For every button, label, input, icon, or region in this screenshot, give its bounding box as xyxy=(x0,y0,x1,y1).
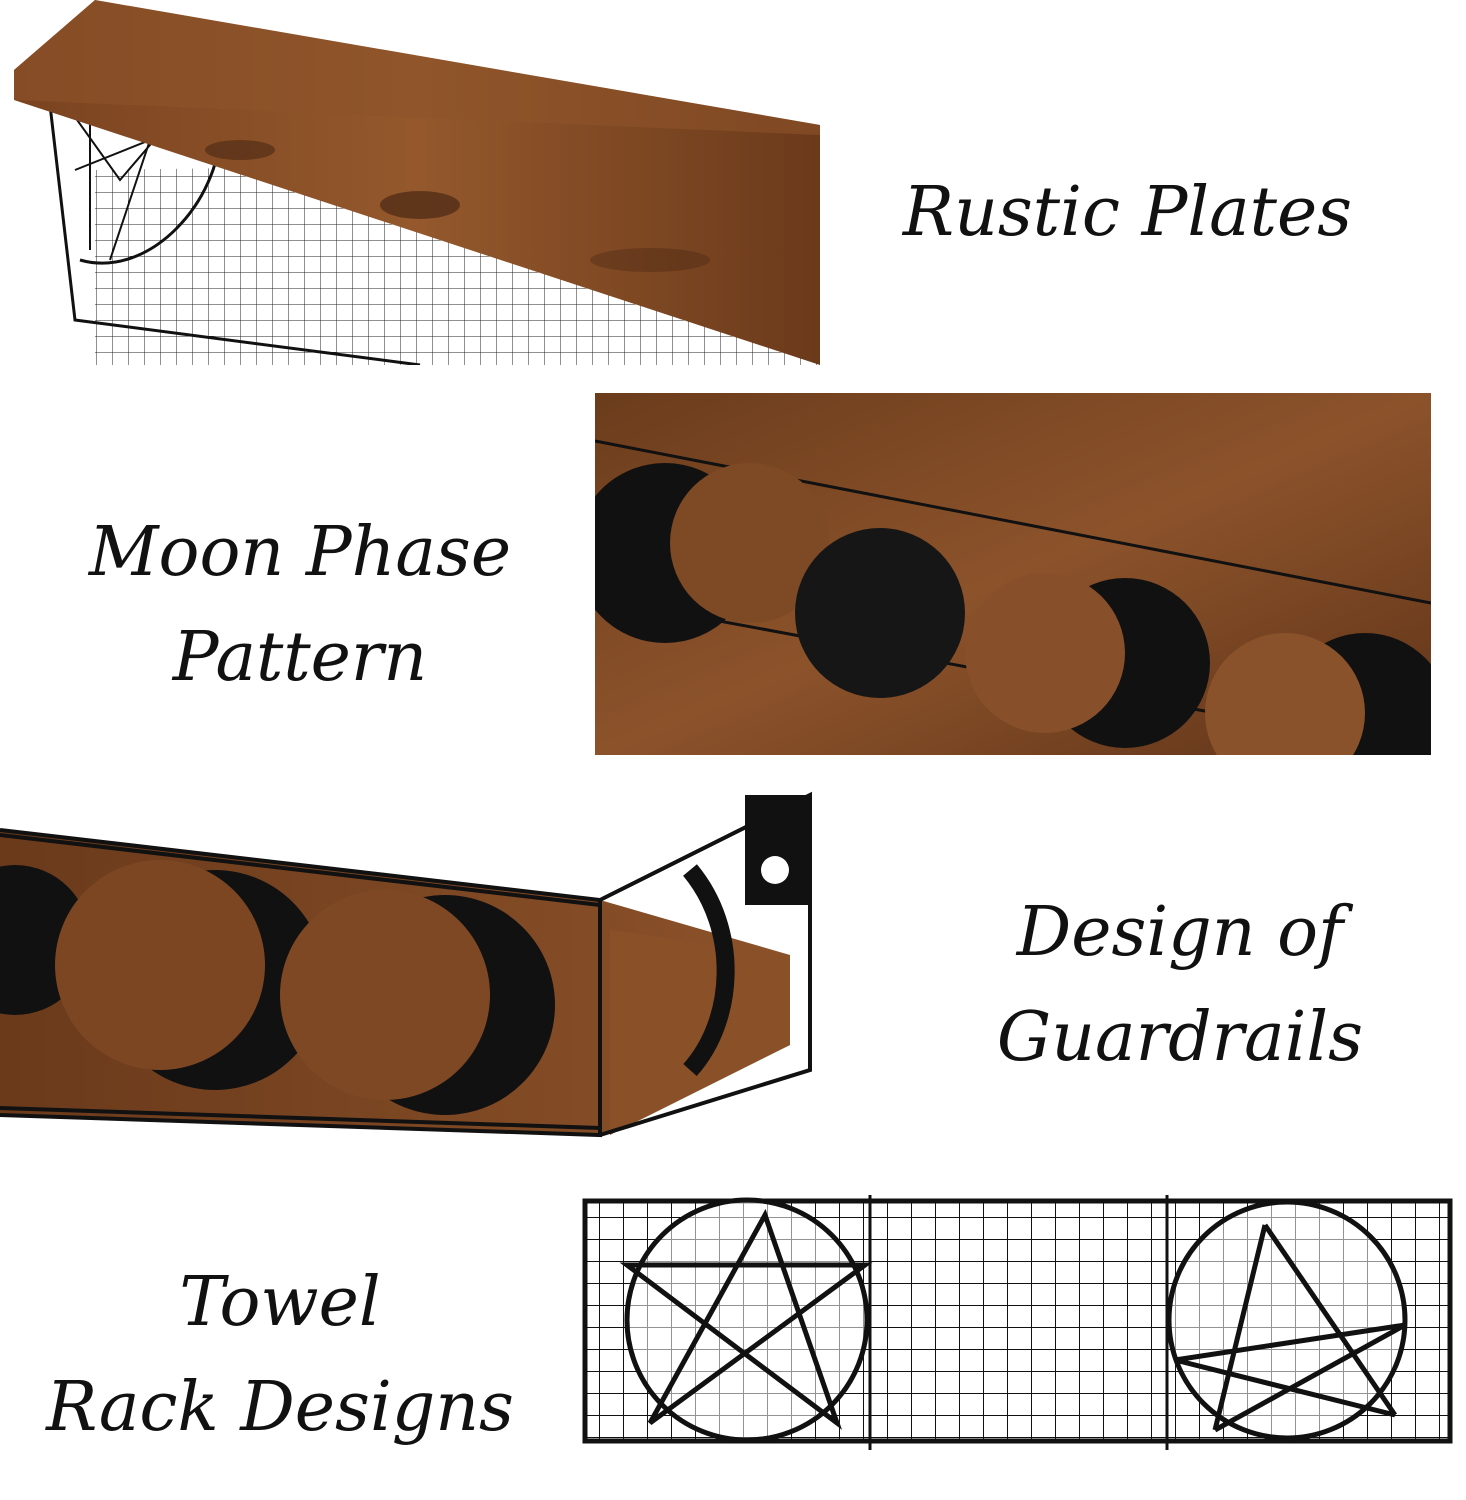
caption-guardrails: Design of Guardrails xyxy=(950,880,1410,1091)
caption-line: Rustic Plates xyxy=(902,173,1353,252)
caption-line: Moon Phase xyxy=(88,513,512,592)
caption-line: Design of xyxy=(1016,893,1344,972)
caption-line: Rack Designs xyxy=(46,1368,514,1448)
caption-rustic-plates: Rustic Plates xyxy=(855,160,1400,265)
caption-line: Guardrails xyxy=(996,998,1364,1078)
towel-rack-image xyxy=(575,1195,1460,1450)
guardrail-image xyxy=(0,790,825,1150)
caption-line: Towel xyxy=(179,1263,381,1342)
rustic-plate-image xyxy=(0,0,820,365)
caption-line: Pattern xyxy=(172,618,428,698)
moon-phase-image xyxy=(595,393,1431,755)
caption-towel-rack: Towel Rack Designs xyxy=(10,1250,550,1461)
caption-moon-phase: Moon Phase Pattern xyxy=(40,500,560,711)
